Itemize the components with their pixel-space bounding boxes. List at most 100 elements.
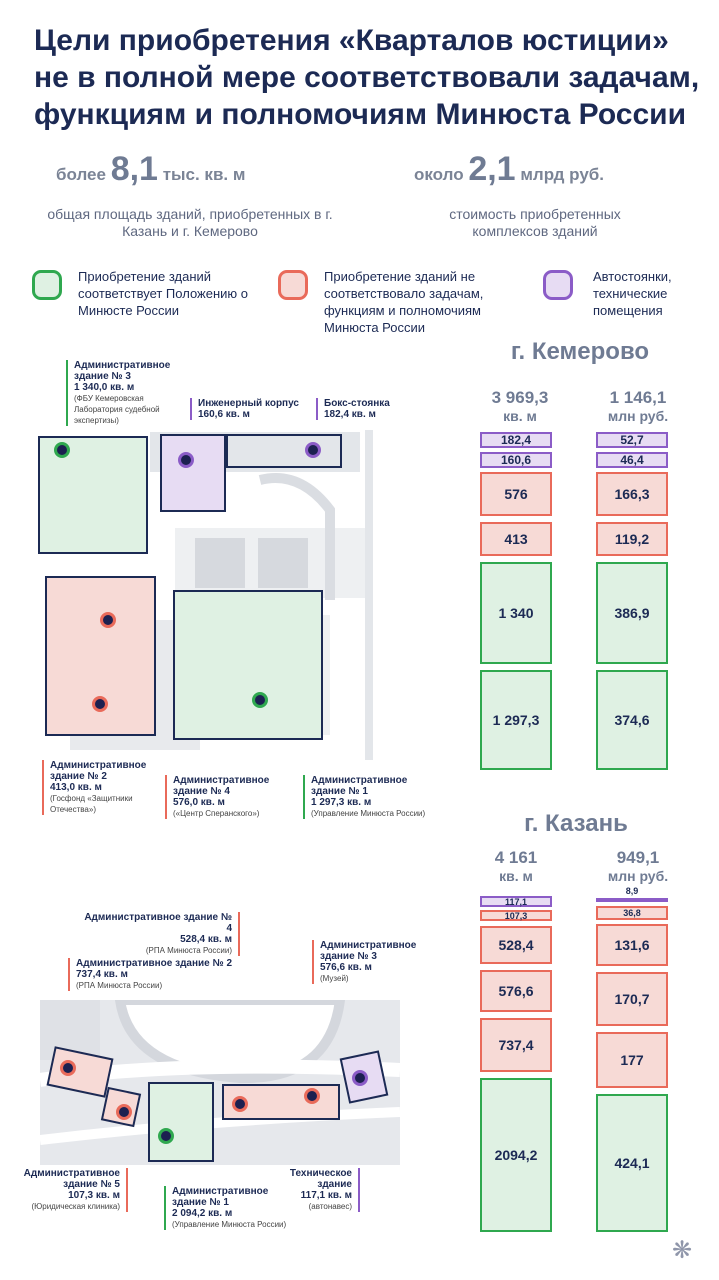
kemerovo-label-building-1: Административное здание № 1 1 297,3 кв. … <box>303 775 441 819</box>
kemerovo-label-b4-title: Административное здание № 4 <box>173 775 270 797</box>
kemerovo-site-building-1 <box>173 590 323 740</box>
kazan-label-b3-note: (Музей) <box>320 974 349 983</box>
kemerovo-area-bar-engineering: 160,6 <box>480 452 552 468</box>
kemerovo-label-b4-note: («Центр Сперанского») <box>173 809 260 818</box>
kazan-marker-building-3[interactable] <box>304 1088 320 1104</box>
kazan-area-bar-building-1: 2094,2 <box>480 1078 552 1232</box>
kemerovo-label-b4-value: 576,0 кв. м <box>173 797 225 808</box>
kazan-label-b1-value: 2 094,2 кв. м <box>172 1208 233 1219</box>
kazan-area-header: 4 161 кв. м <box>466 848 566 886</box>
kemerovo-label-box-title: Бокс-стоянка <box>324 398 390 409</box>
kazan-area-unit: кв. м <box>499 868 533 884</box>
double-headed-eagle-icon: ❋ <box>672 1237 693 1264</box>
legend-red-swatch <box>278 270 308 300</box>
kemerovo-label-box-parking: Бокс-стоянка 182,4 кв. м <box>316 398 414 420</box>
kemerovo-label-building-2: Административное здание № 2 413,0 кв. м … <box>42 760 150 815</box>
kazan-cost-bar-building-3: 170,7 <box>596 972 668 1026</box>
kemerovo-cost-bar-building-4: 166,3 <box>596 472 668 516</box>
kazan-label-b2-value: 737,4 кв. м <box>76 969 128 980</box>
kazan-area-bar-building-2: 737,4 <box>480 1018 552 1072</box>
kemerovo-cost-bar-building-2: 119,2 <box>596 522 668 556</box>
kemerovo-city-title: г. Кемерово <box>510 338 650 365</box>
kazan-marker-building-5[interactable] <box>116 1104 132 1120</box>
kemerovo-label-eng-title: Инженерный корпус <box>198 398 299 409</box>
kemerovo-site-engineering <box>160 434 226 512</box>
kazan-marker-building-4[interactable] <box>232 1096 248 1112</box>
kemerovo-label-b1-note: (Управление Минюста России) <box>311 809 426 818</box>
kazan-label-b5-note: (Юридическая клиника) <box>31 1202 121 1211</box>
kemerovo-area-bar-building-1: 1 297,3 <box>480 670 552 770</box>
legend-red-text: Приобретение зданий не соответствовало з… <box>324 269 484 335</box>
kemerovo-label-eng-value: 160,6 кв. м <box>198 409 250 420</box>
kazan-site-building-1 <box>148 1082 214 1162</box>
kazan-label-b4-title: Административное здание № 4 <box>84 912 232 934</box>
kemerovo-area-unit: кв. м <box>503 408 537 424</box>
stat-area-prefix: более <box>56 165 106 184</box>
kemerovo-marker-building-2[interactable] <box>92 696 108 712</box>
kazan-marker-building-2[interactable] <box>60 1060 76 1076</box>
kemerovo-site-building-2-4 <box>45 576 156 736</box>
kazan-label-b5-value: 107,3 кв. м <box>68 1190 120 1201</box>
kazan-area-bar-building-3: 576,6 <box>480 970 552 1012</box>
kemerovo-area-total: 3 969,3 <box>491 388 549 407</box>
kemerovo-marker-building-1[interactable] <box>252 692 268 708</box>
stat-cost-caption: стоимость приобретенных комплексов здани… <box>449 206 621 239</box>
kemerovo-marker-building-3[interactable] <box>54 442 70 458</box>
kemerovo-cost-bar-building-1: 374,6 <box>596 670 668 770</box>
kemerovo-label-b3-note: (ФБУ Кемеровская Лаборатория судебной эк… <box>74 394 160 425</box>
kazan-area-bar-technical: 117,1 <box>480 896 552 907</box>
kemerovo-cost-bar-building-3: 386,9 <box>596 562 668 664</box>
kemerovo-label-b3-value: 1 340,0 кв. м <box>74 382 135 393</box>
kazan-label-b2-title: Административное здание № 2 <box>76 958 233 969</box>
kazan-label-technical: Техническое здание 117,1 кв. м (автонаве… <box>270 1168 360 1212</box>
page-title: Цели приобретения «Кварталов юстиции» не… <box>34 24 700 131</box>
kemerovo-marker-box-parking[interactable] <box>305 442 321 458</box>
kemerovo-label-building-4: Административное здание № 4 576,0 кв. м … <box>165 775 283 819</box>
legend-green-text: Приобретение зданий соответствует Положе… <box>78 269 248 318</box>
kazan-cost-bar-building-2: 177 <box>596 1032 668 1088</box>
kemerovo-site-box-parking <box>226 434 342 468</box>
kemerovo-area-bar-box-parking: 182,4 <box>480 432 552 448</box>
kemerovo-cost-unit: млн руб. <box>607 408 669 424</box>
kemerovo-label-building-3: Административное здание № 3 1 340,0 кв. … <box>66 360 184 426</box>
kemerovo-area-bar-building-3: 1 340 <box>480 562 552 664</box>
kazan-cost-bar-building-4: 131,6 <box>596 924 668 966</box>
kazan-label-b4-value: 528,4 кв. м <box>180 934 232 945</box>
kazan-city-title: г. Казань <box>524 810 628 837</box>
stat-cost: около 2,1 млрд руб. <box>414 150 604 189</box>
kazan-map <box>39 995 401 1165</box>
kazan-cost-unit: млн руб. <box>607 868 669 884</box>
kazan-label-building-2: Административное здание № 2 737,4 кв. м … <box>68 958 236 991</box>
kemerovo-label-b2-note: (Госфонд «Защитники Отечества») <box>50 794 133 814</box>
kemerovo-cost-bar-box-parking: 52,7 <box>596 432 668 448</box>
kazan-label-b4-note: (РПА Минюста России) <box>145 946 232 955</box>
kazan-label-b2-note: (РПА Минюста России) <box>76 981 163 990</box>
kemerovo-area-bar-building-4: 576 <box>480 472 552 516</box>
kemerovo-label-box-value: 182,4 кв. м <box>324 409 376 420</box>
kemerovo-marker-engineering[interactable] <box>178 452 194 468</box>
kazan-area-bar-building-4: 528,4 <box>480 926 552 964</box>
kazan-label-b1-title: Административное здание № 1 <box>172 1186 269 1208</box>
kazan-marker-building-1[interactable] <box>158 1128 174 1144</box>
kemerovo-site-building-3 <box>38 436 148 554</box>
kemerovo-label-b3-title: Административное здание № 3 <box>74 360 171 382</box>
kazan-cost-total: 949,1 <box>616 848 660 867</box>
kazan-label-b3-value: 576,6 кв. м <box>320 962 372 973</box>
kemerovo-label-b2-title: Административное здание № 2 <box>50 760 147 782</box>
kazan-cost-bar-building-5: 36,8 <box>596 906 668 920</box>
kazan-label-tech-note: (автонавес) <box>308 1202 352 1211</box>
kazan-cost-bar-technical <box>596 898 668 902</box>
kazan-cost-header: 949,1 млн руб. <box>586 848 690 886</box>
kazan-label-building-4: Административное здание № 4 528,4 кв. м … <box>82 912 240 956</box>
stat-area: более 8,1 тыс. кв. м <box>56 150 245 189</box>
kazan-area-total: 4 161 <box>494 848 538 867</box>
stat-cost-unit: млрд руб. <box>520 165 605 184</box>
kemerovo-marker-building-4[interactable] <box>100 612 116 628</box>
kazan-cost-bar-building-1: 424,1 <box>596 1094 668 1232</box>
kemerovo-cost-bar-engineering: 46,4 <box>596 452 668 468</box>
kazan-label-building-1: Административное здание № 1 2 094,2 кв. … <box>164 1186 302 1230</box>
kazan-cost-label-technical: 8,9 <box>625 886 639 896</box>
kazan-marker-technical[interactable] <box>352 1070 368 1086</box>
kazan-area-bar-building-5: 107,3 <box>480 910 552 921</box>
kazan-label-b5-title: Административное здание № 5 <box>23 1168 120 1190</box>
